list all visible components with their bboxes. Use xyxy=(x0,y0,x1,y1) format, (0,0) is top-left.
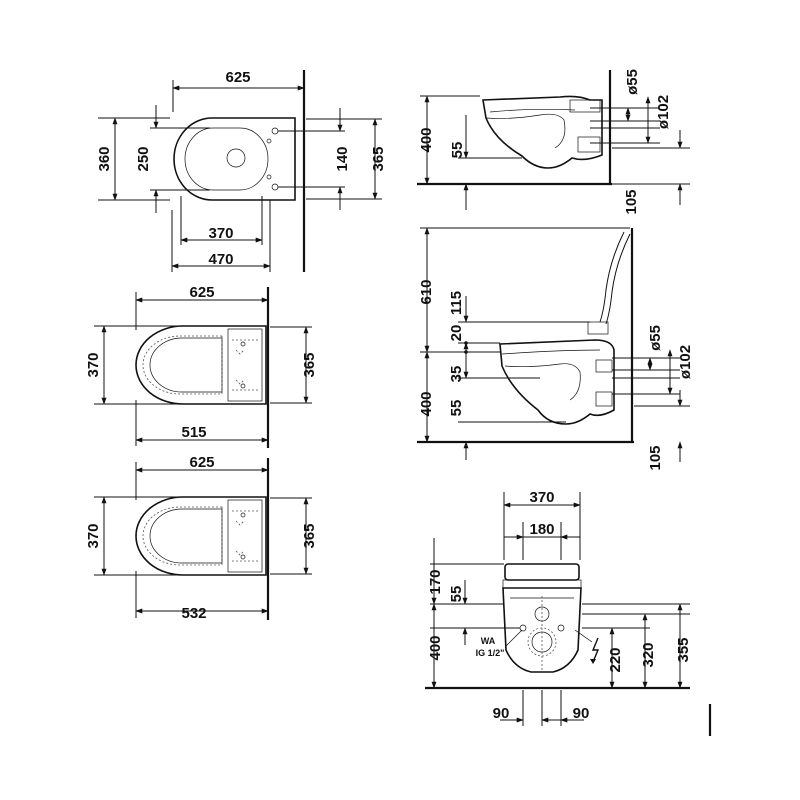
dim-370: 370 xyxy=(208,225,233,242)
dim-355: 355 xyxy=(675,637,692,662)
toilet-top-outline xyxy=(173,117,296,201)
dim-320: 320 xyxy=(640,642,657,667)
dim-515: 515 xyxy=(181,424,206,441)
dim-370-c: 370 xyxy=(85,523,102,548)
dim-470: 470 xyxy=(208,251,233,268)
dim-90-right: 90 xyxy=(573,705,590,722)
dim-55-b: 55 xyxy=(448,400,465,417)
toilet-side-outline xyxy=(482,95,603,169)
dim-90-left: 90 xyxy=(493,705,510,722)
dim-105-b: 105 xyxy=(647,445,664,470)
front-seat xyxy=(504,563,580,581)
electric-connection-icon xyxy=(590,637,600,664)
dim-370-b: 370 xyxy=(85,352,102,377)
dim-d55-b: ø55 xyxy=(647,325,664,351)
dim-180: 180 xyxy=(529,521,554,538)
dim-140: 140 xyxy=(334,146,351,171)
dim-35: 35 xyxy=(448,366,465,383)
side-view: ø55 ø102 400 55 105 xyxy=(417,69,690,215)
dim-625-b: 625 xyxy=(189,284,214,301)
dim-250: 250 xyxy=(135,146,152,171)
dim-610: 610 xyxy=(418,279,435,304)
dim-115: 115 xyxy=(448,291,465,315)
dim-370-front: 370 xyxy=(529,489,554,506)
dim-532: 532 xyxy=(181,605,206,622)
dim-55: 55 xyxy=(449,142,466,159)
dim-105: 105 xyxy=(623,189,640,214)
dim-625-c: 625 xyxy=(189,454,214,471)
dim-220: 220 xyxy=(607,647,624,672)
dim-365-b: 365 xyxy=(301,352,318,377)
dim-400-b: 400 xyxy=(418,391,435,416)
dim-625: 625 xyxy=(225,69,250,86)
plan-seat-view-2: 625 370 365 532 xyxy=(85,454,318,622)
top-view: 625 360 250 140 365 370 470 xyxy=(96,69,387,272)
dim-365: 365 xyxy=(370,146,387,171)
dim-d102-b: ø102 xyxy=(677,345,694,379)
dim-365-c: 365 xyxy=(301,523,318,548)
toilet-seat-side-outline xyxy=(499,339,615,425)
plan-seat-view-1: 625 370 365 515 xyxy=(85,284,318,448)
dim-d55: ø55 xyxy=(624,69,641,95)
water-spec: IG 1/2" xyxy=(476,648,505,658)
dim-400-front: 400 xyxy=(427,635,444,660)
dim-20: 20 xyxy=(448,325,465,342)
dim-170: 170 xyxy=(427,569,444,594)
dim-360: 360 xyxy=(96,146,113,171)
dim-d102: ø102 xyxy=(655,95,672,129)
dim-55-front: 55 xyxy=(448,586,465,603)
seat-outline-2 xyxy=(135,496,267,576)
seat-outline-1 xyxy=(135,325,267,405)
side-view-seat: ø55 ø102 610 400 115 20 35 55 105 xyxy=(417,227,694,471)
dim-400: 400 xyxy=(418,127,435,152)
water-label: WA xyxy=(481,636,496,646)
front-view: 370 180 170 55 400 WA IG 1/2" 220 xyxy=(425,489,712,736)
